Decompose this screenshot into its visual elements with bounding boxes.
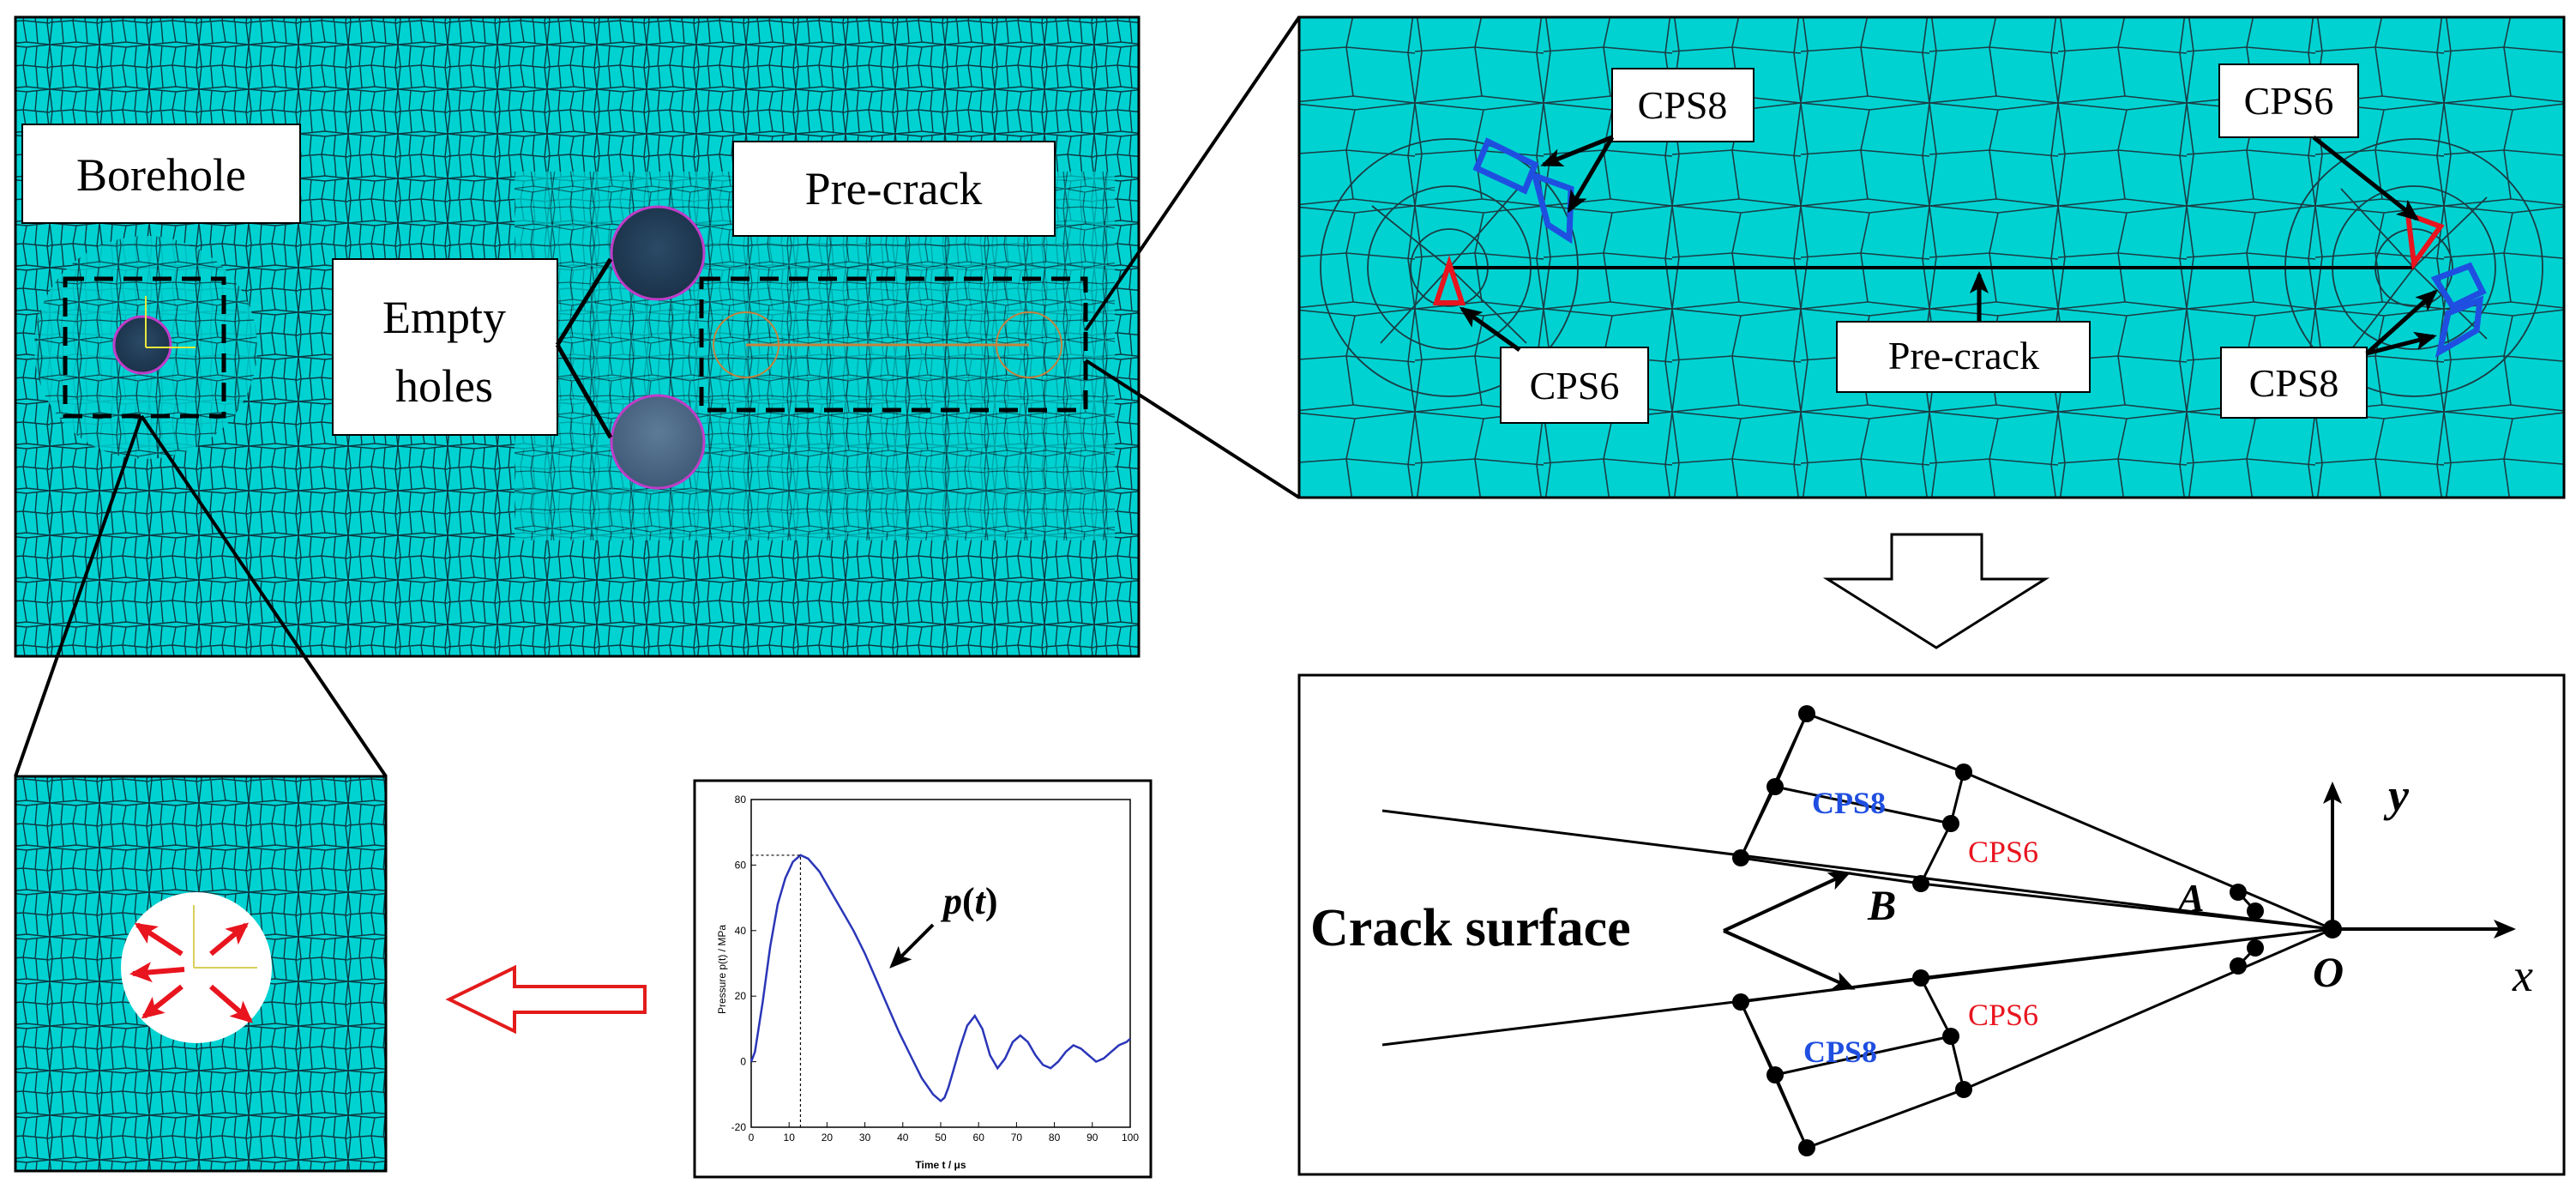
y-tick-label: 20 — [735, 990, 747, 1002]
curve-label-t: t — [975, 880, 987, 922]
x-tick-label: 40 — [897, 1132, 909, 1144]
zoom-panel — [1297, 15, 2566, 499]
x-tick-label: 0 — [749, 1132, 755, 1144]
cps8-top-arrow-2 — [1567, 136, 1615, 214]
cps8-right-label-box — [2220, 347, 2368, 419]
y-tick-label: 80 — [735, 794, 747, 806]
x-tick-label: 30 — [859, 1132, 871, 1144]
hollow-left-arrow — [445, 964, 647, 1035]
origin-label: O — [2313, 948, 2344, 996]
x-tick-label: 50 — [935, 1132, 947, 1144]
zoom-view: CPS8 CPS6 CPS6 Pre-crack CPS8 — [1297, 15, 2566, 499]
chart-xlabel: Time t / μs — [915, 1159, 966, 1171]
hollow-down-arrow — [1822, 533, 2050, 649]
cps6-triangle-right — [2404, 210, 2445, 270]
zoom-precrack-label-box — [1836, 321, 2091, 393]
y-tick-label: 60 — [735, 859, 747, 871]
x-tick-label: 60 — [973, 1132, 985, 1144]
curve-label-paren-open: ( — [962, 880, 975, 922]
x-tick-label: 70 — [1011, 1132, 1023, 1144]
x-tick-label: 80 — [1049, 1132, 1061, 1144]
mesh-view: Borehole Empty holes Pre-crack — [14, 15, 1141, 658]
cps6-triangle-left — [1432, 255, 1466, 305]
y-tick-label: 0 — [740, 1056, 746, 1068]
borehole-zoom-axes — [193, 905, 257, 969]
x-tick-label: 10 — [784, 1132, 796, 1144]
crack-face-upper — [1381, 809, 2333, 931]
cps8-quad-right-1 — [2430, 262, 2487, 311]
cps6-top-arrow — [2312, 136, 2420, 221]
curve-label-arrow — [889, 923, 935, 969]
empty-holes-leaders — [555, 257, 613, 439]
cps8-top-arrow-1 — [1540, 135, 1613, 167]
cps6-left-arrow — [1459, 306, 1521, 353]
zoom-leader-lines — [1084, 15, 1301, 499]
element-nodes — [1732, 705, 2342, 1156]
point-a-label: A — [2176, 876, 2205, 920]
cps6-top-label: CPS6 — [2244, 79, 2334, 123]
tip-rings — [1320, 138, 2543, 397]
empty-hole-upper — [610, 205, 706, 301]
precrack-label: Pre-crack — [805, 163, 983, 214]
borehole-label-box — [21, 124, 301, 224]
crack-surface-arrow-upper — [1723, 872, 1851, 932]
crack-surface-arrow-lower — [1723, 929, 1856, 990]
cps6-left-label: CPS6 — [1530, 364, 1620, 407]
cps8-top-label-box — [1611, 68, 1754, 142]
peak-guide-lines — [751, 854, 802, 1127]
borehole-leader-lines — [14, 414, 388, 778]
empty-holes-label-line2: holes — [395, 360, 493, 412]
curve-label-paren-close: ) — [985, 880, 998, 922]
cps6-left-label-box — [1500, 347, 1649, 424]
cps8-quad-top-1 — [1472, 137, 1539, 195]
x-tick-label: 20 — [822, 1132, 834, 1144]
cps8-lower-label: CPS8 — [1803, 1035, 1877, 1069]
y-tick-label: 40 — [735, 925, 747, 937]
empty-hole-lower — [610, 394, 706, 490]
cps8-quad-top-2 — [1530, 171, 1574, 244]
curve-label-p: p — [940, 880, 962, 922]
schematic-panel — [1297, 673, 2566, 1176]
cps6-top-label-box — [2218, 63, 2359, 138]
empty-holes-label-line1: Empty — [382, 292, 506, 343]
empty-holes-label-box — [332, 258, 558, 436]
borehole-axes — [145, 296, 196, 348]
cps6-lower-label: CPS6 — [1968, 998, 2038, 1032]
precrack-dashed-box — [699, 276, 1088, 413]
borehole-circle — [112, 315, 172, 375]
cps8-right-arrow-2 — [2366, 331, 2437, 356]
borehole-label: Borehole — [76, 149, 246, 201]
cps6-upper-label: CPS6 — [1968, 835, 2038, 869]
borehole-zoom-view — [14, 775, 388, 1173]
point-b-label: B — [1867, 881, 1896, 929]
cps8-right-arrow-1 — [2365, 289, 2438, 355]
chart-frame — [693, 779, 1153, 1179]
cps8-quad-right-2 — [2435, 295, 2484, 359]
y-axis-label: y — [2383, 770, 2410, 821]
x-tick-label: 100 — [1122, 1132, 1139, 1144]
crack-surface-label: Crack surface — [1310, 899, 1631, 957]
x-axis-label: x — [2512, 950, 2533, 1001]
cps8-right-label: CPS8 — [2249, 361, 2339, 405]
cps8-upper-label: CPS8 — [1812, 786, 1886, 820]
chart-ylabel: Pressure p(t) / MPa — [716, 925, 728, 1014]
x-tick-label: 90 — [1086, 1132, 1098, 1144]
curve-label: p(t) — [940, 880, 998, 922]
cps8-top-label: CPS8 — [1638, 83, 1728, 127]
pressure-curve — [749, 854, 1131, 1103]
pressure-arrows — [129, 922, 254, 1023]
y-tick-label: -20 — [731, 1121, 747, 1133]
precrack-label-box — [732, 141, 1056, 237]
zoom-precrack-label: Pre-crack — [1888, 334, 2039, 377]
schematic-view: x y O B A CPS8 CPS6 CPS8 CPS6 Crack surf… — [1297, 673, 2566, 1176]
